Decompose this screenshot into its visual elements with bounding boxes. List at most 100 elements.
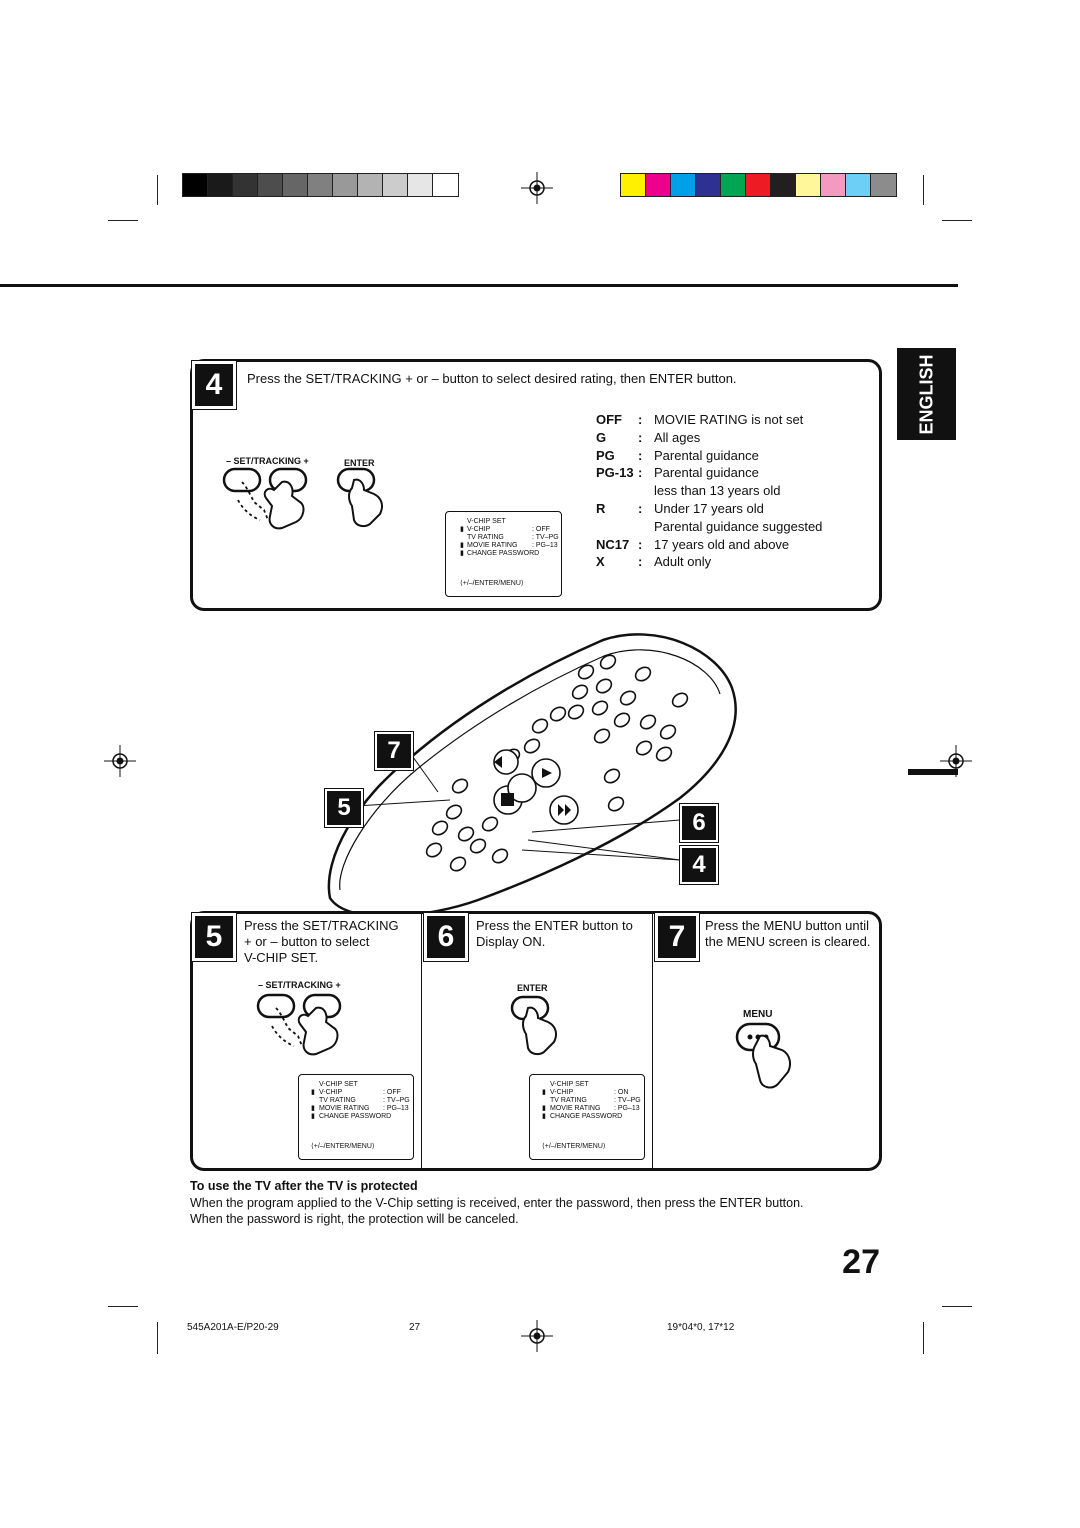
footer-doc-code: 545A201A-E/P20-29 xyxy=(187,1322,279,1333)
color-swatch xyxy=(308,174,333,196)
callout-7: 7 xyxy=(374,731,414,771)
crop-mark xyxy=(157,1322,158,1354)
rating-code: PG-13 xyxy=(596,465,634,481)
rating-description: MOVIE RATING is not set xyxy=(654,412,804,427)
rating-description: All ages xyxy=(654,429,701,445)
rating-code: R xyxy=(596,501,606,516)
osd-movie-rating-label: MOVIE RATING xyxy=(550,1105,601,1112)
rating-colon: : xyxy=(638,412,643,427)
registration-mark-icon xyxy=(521,1320,553,1352)
language-tab: ENGLISH xyxy=(897,348,956,440)
crop-mark xyxy=(923,1322,924,1354)
osd-vchip-value: : OFF xyxy=(383,1089,401,1096)
crop-mark xyxy=(942,220,972,221)
callout-4: 4 xyxy=(679,845,719,885)
osd-vchip-label: V-CHIP xyxy=(550,1089,574,1096)
color-swatch xyxy=(871,174,896,196)
divider xyxy=(652,913,653,1169)
color-swatch xyxy=(283,174,308,196)
osd-movie-rating-label: MOVIE RATING xyxy=(467,542,518,549)
osd-cursor-icon: ▮ xyxy=(460,542,464,549)
language-tab-label: ENGLISH xyxy=(916,353,937,435)
rating-description: less than 13 years old xyxy=(654,483,781,499)
osd-cursor-icon: ▮ xyxy=(460,526,464,533)
color-swatch xyxy=(433,174,458,196)
divider xyxy=(421,913,422,1169)
step5-vchip-osd: V-CHIP SET ▮ V-CHIP : OFF TV RATING : TV… xyxy=(298,1074,414,1160)
osd-title: V-CHIP SET xyxy=(550,1081,589,1088)
enter-label: ENTER xyxy=(517,983,548,993)
osd-change-password: CHANGE PASSWORD xyxy=(319,1113,392,1120)
osd-title: V-CHIP SET xyxy=(467,518,506,525)
side-bar-marker xyxy=(908,769,958,775)
step6-vchip-osd: V-CHIP SET ▮ V-CHIP : ON TV RATING : TV–… xyxy=(529,1074,645,1160)
osd-tv-rating-label: TV RATING xyxy=(467,534,504,541)
color-swatch xyxy=(646,174,671,196)
remote-control-illustration xyxy=(327,633,737,913)
set-tracking-label: – SET/TRACKING + xyxy=(226,456,309,466)
crop-mark xyxy=(923,175,924,205)
osd-footer: ⟨+/–/ENTER/MENU⟩ xyxy=(311,1143,375,1150)
step5-instruction-line2: + or – button to select xyxy=(244,934,370,949)
rating-colon: : xyxy=(638,501,643,516)
color-swatch xyxy=(358,174,383,196)
color-swatch xyxy=(408,174,433,196)
protected-body-line1: When the program applied to the V-Chip s… xyxy=(190,1196,804,1210)
menu-label: MENU xyxy=(743,1009,773,1020)
osd-cursor-icon: ▮ xyxy=(311,1113,315,1120)
color-swatch xyxy=(621,174,646,196)
color-swatch xyxy=(746,174,771,196)
footer-page: 27 xyxy=(409,1322,421,1333)
osd-footer: ⟨+/–/ENTER/MENU⟩ xyxy=(542,1143,606,1150)
osd-tv-rating-label: TV RATING xyxy=(319,1097,356,1104)
osd-movie-rating-label: MOVIE RATING xyxy=(319,1105,370,1112)
registration-mark-icon xyxy=(104,745,136,777)
osd-tv-rating-label: TV RATING xyxy=(550,1097,587,1104)
rating-description: Parental guidance xyxy=(654,447,759,463)
rating-description: Adult only xyxy=(654,554,712,570)
step7-number: 7 xyxy=(654,912,700,962)
registration-mark-icon xyxy=(521,172,553,204)
color-swatch xyxy=(821,174,846,196)
crop-mark xyxy=(157,175,158,205)
callout-6: 6 xyxy=(679,803,719,843)
color-swatch xyxy=(233,174,258,196)
rating-colon: : xyxy=(638,447,643,463)
step7-instruction-line2: the MENU screen is cleared. xyxy=(705,934,871,949)
callout-leader-lines xyxy=(360,749,680,861)
step4-vchip-osd: V-CHIP SET ▮ V-CHIP : OFF TV RATING : TV… xyxy=(445,511,562,597)
footer-timestamp: 19*04*0, 17*12 xyxy=(667,1322,735,1333)
color-swatch xyxy=(671,174,696,196)
color-swatch xyxy=(333,174,358,196)
osd-vchip-label: V-CHIP xyxy=(319,1089,343,1096)
color-swatch xyxy=(771,174,796,196)
color-swatch xyxy=(796,174,821,196)
osd-change-password: CHANGE PASSWORD xyxy=(550,1113,623,1120)
step5-instruction-line1: Press the SET/TRACKING xyxy=(244,918,399,933)
osd-tv-rating-value: : TV–PG xyxy=(383,1097,410,1104)
menu-button-press-icon xyxy=(735,1022,791,1089)
step5-instruction-line3: V-CHIP SET. xyxy=(244,950,319,965)
crop-mark xyxy=(108,1306,138,1307)
color-swatch xyxy=(696,174,721,196)
crop-mark xyxy=(108,220,138,221)
protected-body-line2: When the password is right, the protecti… xyxy=(190,1212,519,1226)
osd-cursor-icon: ▮ xyxy=(542,1089,546,1096)
color-swatch-bar xyxy=(620,173,897,197)
rating-colon: : xyxy=(638,429,643,445)
header-rule xyxy=(0,284,958,287)
osd-cursor-icon: ▮ xyxy=(542,1105,546,1112)
rating-colon: : xyxy=(638,554,643,570)
page-number: 27 xyxy=(842,1243,880,1281)
rating-code: NC17 xyxy=(596,536,630,552)
color-swatch xyxy=(721,174,746,196)
osd-cursor-icon: ▮ xyxy=(460,550,464,557)
step5-number: 5 xyxy=(191,912,237,962)
rating-description: Under 17 years old xyxy=(654,501,764,516)
set-tracking-buttons-illustration xyxy=(222,467,308,530)
osd-tv-rating-value: : TV–PG xyxy=(614,1097,641,1104)
color-swatch xyxy=(846,174,871,196)
gray-swatch-bar xyxy=(182,173,459,197)
step6-number: 6 xyxy=(423,912,469,962)
crop-mark xyxy=(942,1306,972,1307)
